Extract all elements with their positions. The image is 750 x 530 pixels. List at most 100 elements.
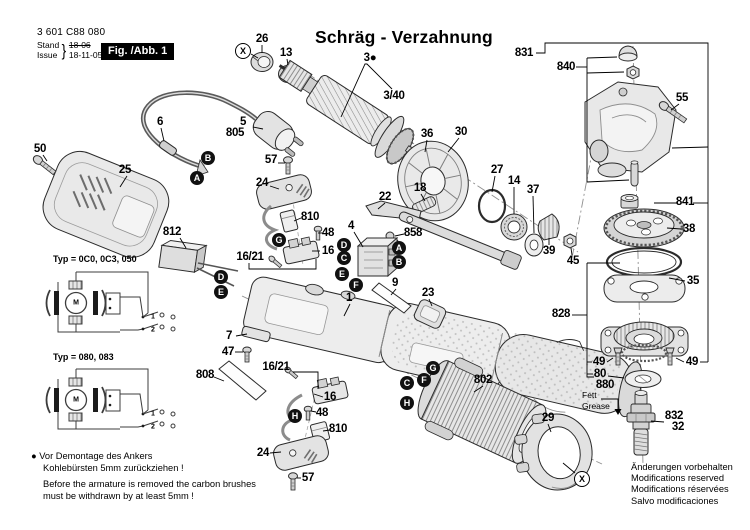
part-label-1: 1 (345, 292, 353, 304)
callout-e: E (214, 285, 228, 299)
part-label-840: 840 (556, 61, 576, 73)
armature-3 (278, 59, 427, 165)
part-label-27: 27 (490, 164, 504, 176)
brush-removal-note: ● Vor Demontage des Ankers Kohlebürsten … (31, 450, 256, 502)
o-ring-35 (605, 246, 683, 278)
screw-49-right (665, 347, 675, 366)
part-label-4: 4 (347, 220, 355, 232)
part-label-24: 24 (256, 447, 270, 459)
part-label-3-: 3● (363, 52, 377, 64)
part-label-7: 7 (225, 330, 233, 342)
screw-55 (658, 101, 688, 124)
modifications-fr: Modifications réservées (631, 484, 729, 495)
part-label-36: 36 (420, 128, 434, 140)
label-sticker-9 (371, 282, 412, 314)
cord-grommet (159, 140, 177, 156)
brush-holder-16-bottom (311, 376, 349, 405)
diagram-title: Schräg - Verzahnung (315, 27, 493, 47)
brush-cover-24-top (256, 174, 312, 210)
gear-head-housing (584, 81, 677, 178)
part-label-18: 18 (413, 182, 427, 194)
callout-f: F (349, 278, 363, 292)
power-cord (140, 90, 304, 177)
schematic-label-m: M (73, 396, 79, 404)
part-label-880: 880 (595, 379, 615, 391)
screw-49-left (613, 347, 623, 366)
type-number: 3 601 C88 080 (37, 27, 106, 38)
brush-set-top (256, 156, 323, 269)
spacer-841 (620, 194, 639, 209)
stand-label: Stand (37, 40, 60, 50)
schematic-label-m: M (73, 299, 79, 307)
part-label-5: 5 (239, 116, 247, 128)
part-label-39: 39 (542, 245, 556, 257)
part-label-25: 25 (118, 164, 132, 176)
part-label-30: 30 (454, 126, 468, 138)
callout-x: X (574, 471, 590, 487)
part-label-49: 49 (592, 356, 606, 368)
schematic-label-2: 2 (151, 326, 155, 334)
callout-c: C (400, 376, 414, 390)
callout-g: G (272, 233, 286, 247)
plate-7 (241, 325, 271, 343)
pin-840 (630, 160, 639, 187)
part-label-831: 831 (514, 47, 534, 59)
motor-housing-1 (243, 276, 643, 418)
part-label-38: 38 (682, 223, 696, 235)
part-label-810: 810 (300, 211, 320, 223)
callout-g: G (426, 361, 440, 375)
screw-48-bottom (303, 405, 313, 421)
callout-e: E (335, 267, 349, 281)
part-label-802: 802 (473, 374, 493, 386)
part-label-6: 6 (156, 116, 164, 128)
part-label-23: 23 (421, 287, 435, 299)
part-label-26: 26 (255, 33, 269, 45)
part-label-29: 29 (541, 412, 555, 424)
part-label-808: 808 (195, 369, 215, 381)
part-label-32: 32 (671, 421, 685, 433)
part-label-16: 16 (321, 245, 335, 257)
grease-note: Fett Grease (582, 390, 610, 411)
screw-50 (32, 155, 57, 176)
part-label-812: 812 (162, 226, 182, 238)
part-label-858: 858 (403, 227, 423, 239)
callout-d: D (337, 238, 351, 252)
hex-nut-840 (626, 65, 640, 80)
wiring-type-1-label: Typ = 0C0, 0C3, 050 (53, 254, 137, 264)
screw-57-top (283, 156, 293, 175)
part-label-22: 22 (378, 191, 392, 203)
mains-plug (252, 110, 304, 157)
part-label-47: 47 (221, 346, 235, 358)
part-label-49: 49 (685, 356, 699, 368)
washer-37 (524, 233, 544, 257)
part-label-16: 16 (323, 391, 337, 403)
part-label-841: 841 (675, 196, 695, 208)
housing-cover-25 (32, 151, 170, 258)
callout-d: D (214, 270, 228, 284)
part-label-48: 48 (321, 227, 335, 239)
callout-a: A (190, 171, 204, 185)
modifications-en: Modifications reserved (631, 473, 725, 484)
note-en-line1: Before the armature is removed the carbo… (43, 479, 256, 489)
part-label-832: 832 (664, 410, 684, 422)
pinion-39 (537, 213, 560, 241)
note-bullet: ● (31, 451, 37, 461)
bearing-cap-26 (250, 52, 274, 72)
fan-guard-30 (397, 140, 469, 222)
part-label-57: 57 (301, 472, 315, 484)
leader-lines (42, 42, 709, 479)
callout-a: A (392, 241, 406, 255)
schematic-label-1: 1 (151, 410, 155, 418)
part-label-13: 13 (279, 47, 293, 59)
cover-23 (413, 299, 447, 329)
carbon-brush-810-top (279, 209, 299, 233)
part-label-3-40: 3/40 (383, 90, 405, 102)
issue-label: Issue (37, 49, 58, 60)
screw-48-top (313, 225, 323, 241)
screw-21-bottom (284, 366, 299, 380)
callout-h: H (288, 409, 302, 423)
dome-nut-840 (618, 45, 638, 62)
wiring-schematic (45, 271, 176, 333)
modifications-de: Änderungen vorbehalten (631, 462, 733, 472)
